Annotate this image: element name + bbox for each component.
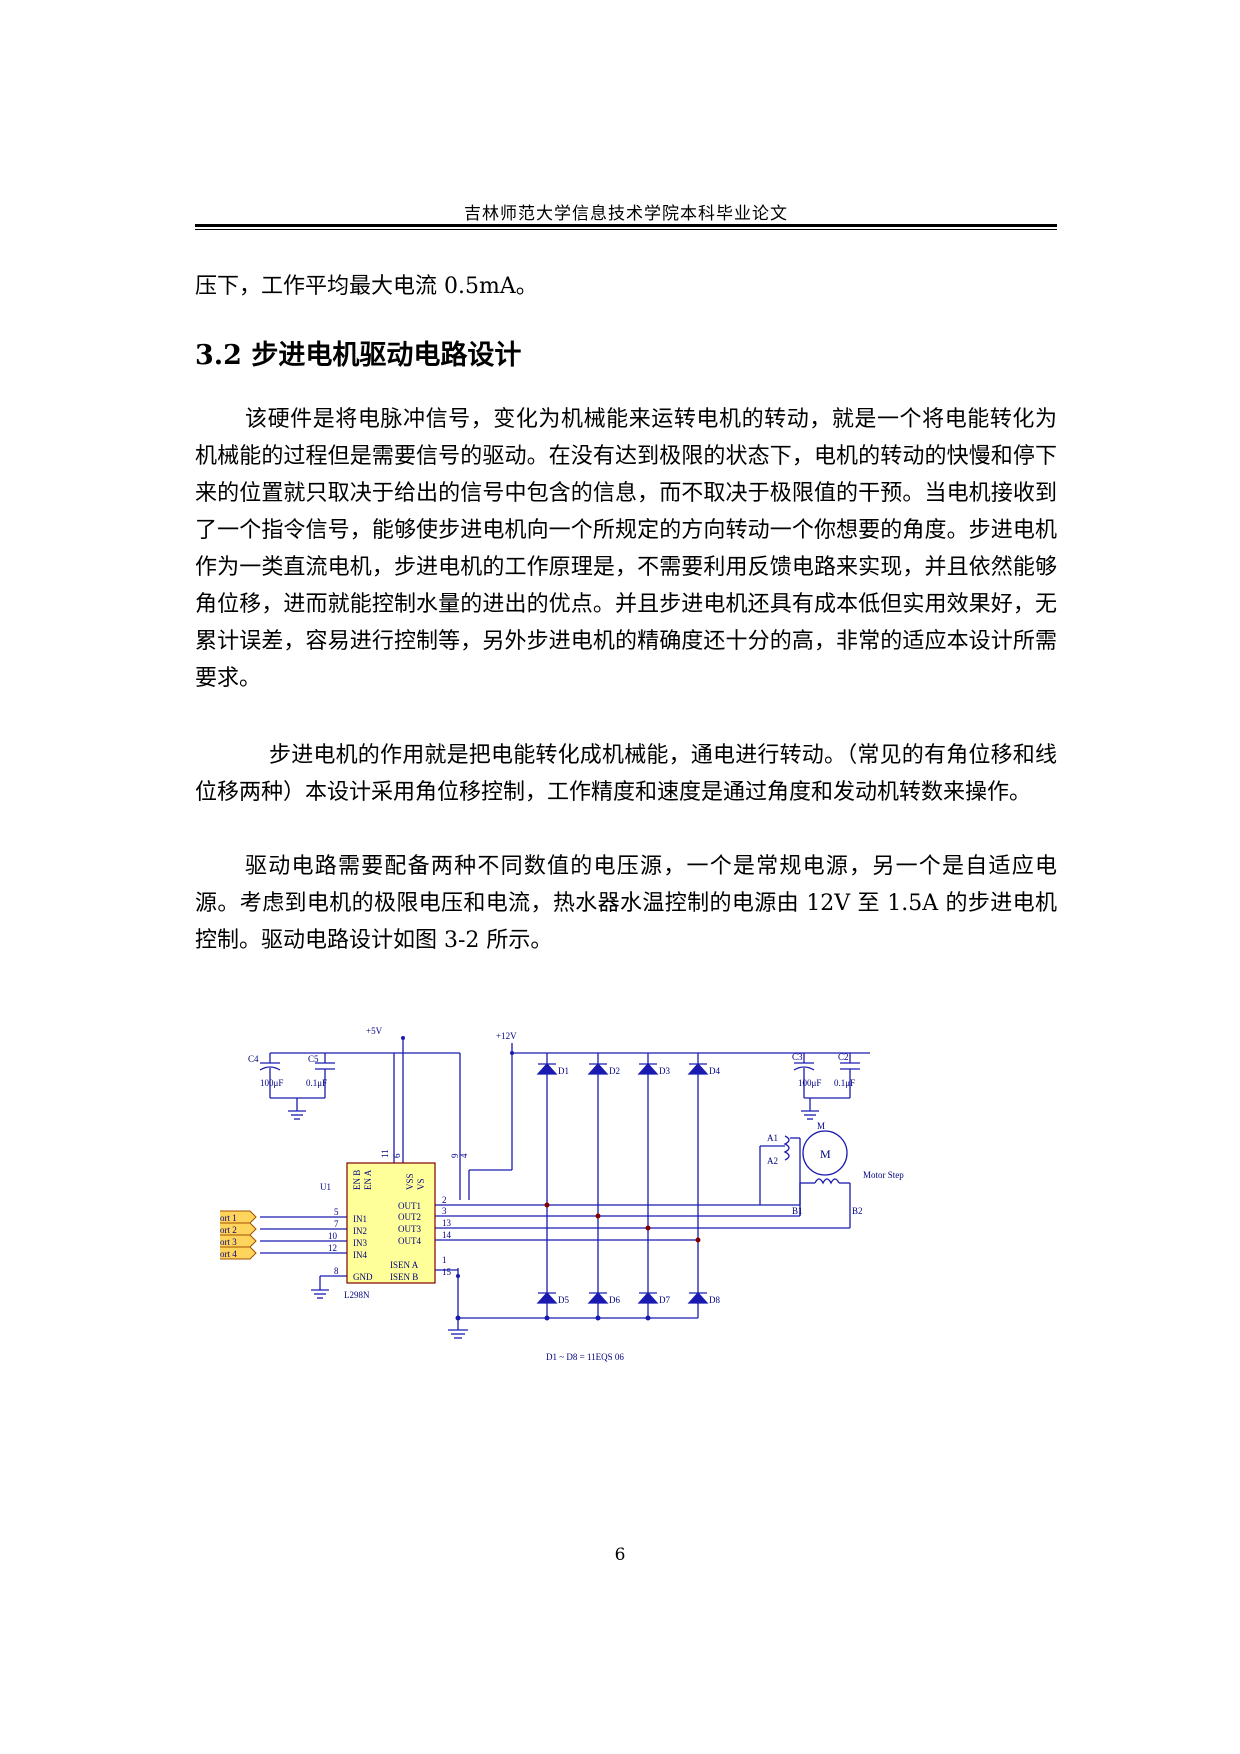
- ic-en-b: EN B: [352, 1170, 362, 1190]
- pin-8: 8: [334, 1266, 339, 1276]
- paragraph-1: 该硬件是将电脉冲信号，变化为机械能来运转电机的转动，就是一个将电能转化为机械能的…: [195, 407, 1057, 691]
- d6-label: D6: [609, 1295, 620, 1305]
- ic-vss: VSS: [405, 1173, 415, 1190]
- ic-out2: OUT2: [398, 1212, 421, 1222]
- ic-out1: OUT1: [398, 1201, 421, 1211]
- pin-5: 5: [334, 1207, 339, 1217]
- paragraph-3: 驱动电路需要配备两种不同数值的电压源，一个是常规电源，另一个是自适应电源。考虑到…: [195, 854, 1057, 953]
- driver-circuit-schematic: Port 1 Port 2 Port 3 Port 4 +5V +12V C4 …: [220, 1026, 904, 1362]
- running-header: 吉林师范大学信息技术学院本科毕业论文: [464, 204, 788, 224]
- supply-5v-label: +5V: [366, 1026, 383, 1036]
- ic-vs: VS: [416, 1178, 426, 1190]
- ic-out3: OUT3: [398, 1224, 421, 1234]
- motor-b1: B1: [792, 1206, 803, 1216]
- header-rule-thin: [195, 229, 1057, 230]
- c2-value: 0.1μF: [834, 1078, 855, 1088]
- section-heading: 3.2 步进电机驱动电路设计: [195, 340, 522, 371]
- header-rule-thick: [195, 224, 1057, 227]
- pin-14: 14: [442, 1230, 452, 1240]
- port-3-label: Port 3: [220, 1237, 237, 1247]
- pin-2: 2: [442, 1195, 447, 1205]
- ic-isen-b: ISEN B: [390, 1272, 418, 1282]
- pin-6: 6: [392, 1153, 402, 1158]
- motor-a2: A2: [767, 1156, 778, 1166]
- d5-label: D5: [558, 1295, 569, 1305]
- motor-m-label: M: [817, 1121, 825, 1131]
- port-4-label: Port 4: [220, 1249, 237, 1259]
- pin-11: 11: [380, 1149, 390, 1158]
- d1-label: D1: [558, 1066, 569, 1076]
- pin-3: 3: [442, 1206, 447, 1216]
- pin-15: 15: [442, 1267, 452, 1277]
- port-2-label: Port 2: [220, 1225, 237, 1235]
- ic-en-a: EN A: [363, 1169, 373, 1190]
- ic-in1: IN1: [353, 1214, 367, 1224]
- port-1-label: Port 1: [220, 1213, 237, 1223]
- d4-label: D4: [709, 1066, 720, 1076]
- ic-in2: IN2: [353, 1226, 367, 1236]
- pin-10: 10: [328, 1231, 338, 1241]
- paragraph-2: 步进电机的作用就是把电能转化成机械能，通电进行转动。（常见的有角位移和线位移两种…: [195, 743, 1057, 805]
- c4-label: C4: [248, 1054, 259, 1064]
- motor-symbol: M: [820, 1147, 831, 1161]
- ic-in4: IN4: [353, 1250, 367, 1260]
- c4-value: 100μF: [260, 1078, 283, 1088]
- c3-label: C3: [792, 1052, 803, 1062]
- motor-a1: A1: [767, 1133, 778, 1143]
- ic-in3: IN3: [353, 1238, 367, 1248]
- pin-4: 4: [459, 1153, 469, 1158]
- c5-value: 0.1μF: [306, 1078, 327, 1088]
- pin-7: 7: [334, 1219, 339, 1229]
- d7-label: D7: [659, 1295, 670, 1305]
- pin-1: 1: [442, 1255, 447, 1265]
- diode-note: D1 ~ D8 = 11EQS 06: [546, 1352, 624, 1362]
- page-number: 6: [614, 1545, 626, 1565]
- ic-ref: U1: [320, 1182, 331, 1192]
- ic-part: L298N: [344, 1290, 370, 1300]
- motor-step-label: Motor Step: [863, 1170, 904, 1180]
- motor-b2: B2: [852, 1206, 863, 1216]
- supply-12v-label: +12V: [496, 1031, 517, 1041]
- c2-label: C2: [838, 1052, 849, 1062]
- c5-label: C5: [308, 1054, 319, 1064]
- pin-9: 9: [450, 1153, 460, 1158]
- pin-13: 13: [442, 1218, 452, 1228]
- ic-out4: OUT4: [398, 1236, 421, 1246]
- pin-12: 12: [328, 1243, 337, 1253]
- c3-value: 100μF: [798, 1078, 821, 1088]
- d8-label: D8: [709, 1295, 720, 1305]
- ic-gnd: GND: [353, 1272, 373, 1282]
- continuation-line: 压下，工作平均最大电流 0.5mA。: [195, 274, 538, 299]
- d3-label: D3: [659, 1066, 670, 1076]
- ic-isen-a: ISEN A: [390, 1260, 419, 1270]
- d2-label: D2: [609, 1066, 620, 1076]
